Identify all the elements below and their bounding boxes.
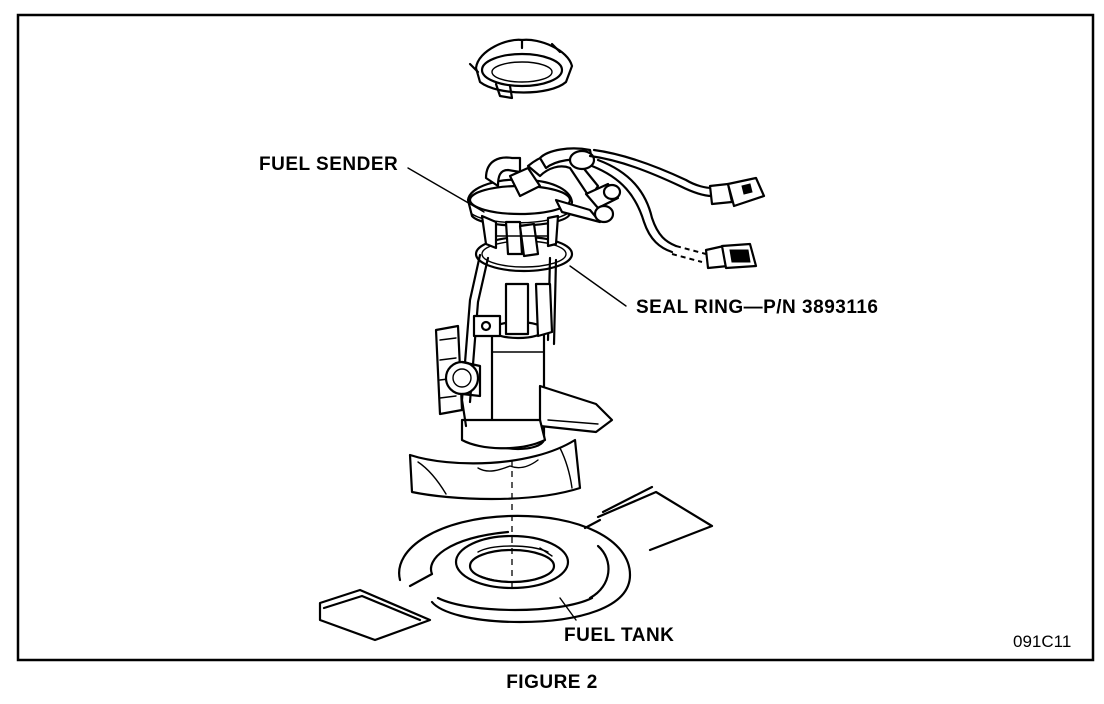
pump-bracket bbox=[460, 253, 558, 428]
wire-harness bbox=[588, 148, 766, 270]
figure-code: 091C11 bbox=[1013, 632, 1072, 651]
tank-surface bbox=[318, 485, 714, 642]
label-fuel-sender: FUEL SENDER bbox=[259, 154, 399, 175]
fuel-tank-opening bbox=[398, 514, 632, 624]
label-seal-ring: SEAL RING—P/N 3893116 bbox=[636, 297, 879, 318]
figure-caption: FIGURE 2 bbox=[506, 672, 598, 693]
fuel-tubes bbox=[484, 147, 622, 224]
level-sender bbox=[434, 324, 482, 416]
diagram-frame bbox=[16, 13, 1095, 662]
fuel-pump bbox=[460, 320, 614, 450]
strainer-sock bbox=[408, 438, 582, 501]
lock-ring bbox=[468, 38, 574, 100]
label-fuel-tank: FUEL TANK bbox=[564, 625, 675, 646]
leader-lines bbox=[407, 167, 627, 621]
